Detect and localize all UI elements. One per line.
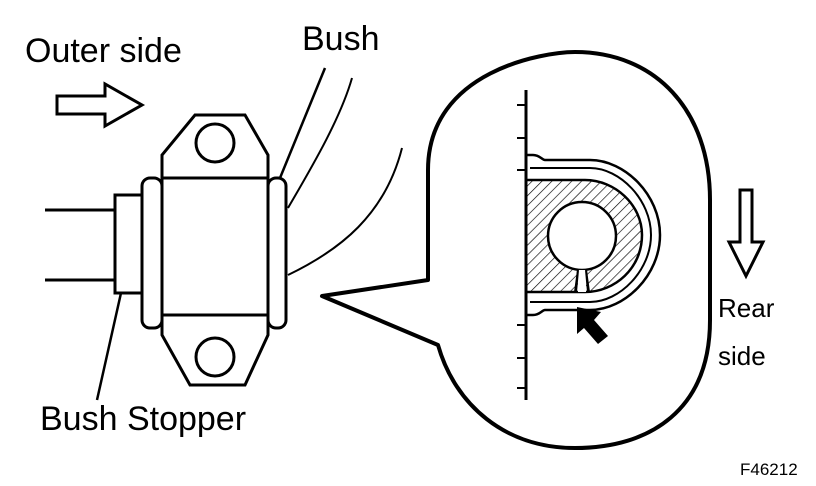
bush-stopper-label: Bush Stopper [40, 400, 246, 438]
bush-stopper-flange [140, 176, 164, 330]
bush-label: Bush [302, 20, 380, 58]
detail-callout [320, 50, 712, 450]
bolt-hole-top [194, 122, 236, 164]
bush-flange-right [266, 176, 288, 330]
outer-side-label: Outer side [25, 32, 182, 70]
arrow-right-icon [55, 81, 146, 129]
detail-bracket-inner [530, 167, 653, 303]
bush-curve-2 [287, 147, 403, 276]
bush-stopper-leader [95, 292, 123, 401]
arrow-up-right-icon [577, 307, 608, 344]
bracket-bottom-flange [160, 315, 270, 387]
callout-bubble-outline [320, 50, 712, 450]
figure-code: F46212 [740, 460, 798, 479]
bush-curve-1 [287, 77, 353, 209]
bush-leader-line [278, 67, 327, 179]
bush-body [160, 176, 270, 317]
arrow-down-icon [726, 188, 766, 280]
plate-ticks [517, 104, 526, 389]
rear-side-label-line1: Rear [718, 293, 775, 323]
bush-stopper [113, 193, 144, 295]
rear-side-label-line2: side [718, 341, 766, 371]
detail-bracket [526, 153, 662, 317]
bolt-hole-bottom [194, 336, 236, 378]
bracket-top-flange [160, 113, 270, 178]
bush-assembly [45, 67, 403, 401]
bar-hole [546, 200, 618, 272]
